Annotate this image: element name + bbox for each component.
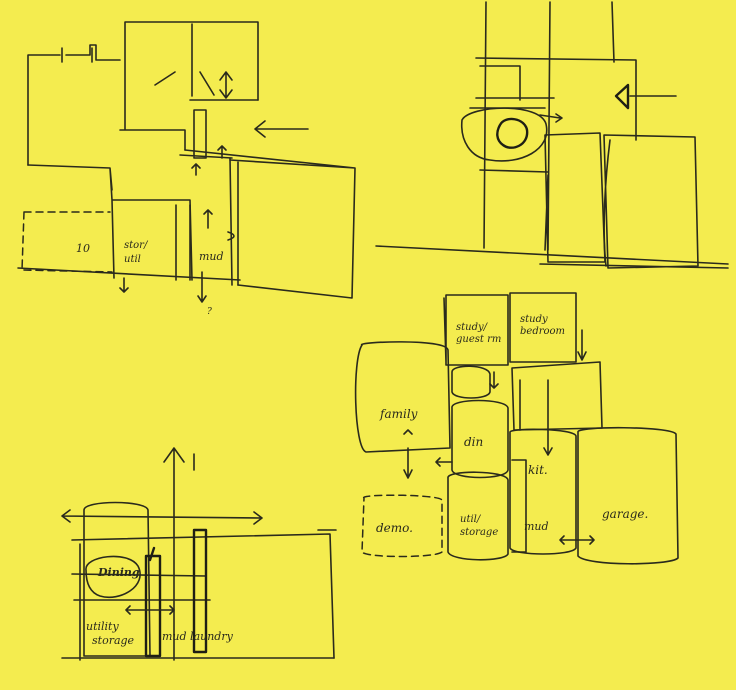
demo-bubble xyxy=(361,494,443,558)
dashed-room xyxy=(21,211,113,273)
mud-label-br: mud xyxy=(524,520,549,533)
door-swings xyxy=(154,71,259,101)
study-guest-box xyxy=(443,294,509,366)
arrow-small xyxy=(217,145,227,159)
utility-storage-line1: utility xyxy=(86,620,119,633)
stair-block xyxy=(179,109,233,159)
wall-outline xyxy=(27,44,121,166)
study-guest-line2: guest rm xyxy=(456,334,501,345)
upper-grid xyxy=(475,57,637,141)
horizontal-arrow xyxy=(61,509,263,525)
wall-pillar-right xyxy=(192,528,208,654)
box-right xyxy=(603,134,699,269)
family-label: family xyxy=(379,407,418,421)
wall-mid xyxy=(27,164,193,281)
dining-circle xyxy=(85,555,141,599)
verticals xyxy=(483,1,615,251)
util-storage-label: util/storage xyxy=(460,514,498,538)
din-bubble xyxy=(451,399,509,479)
mud-laundry-label: mud laundry xyxy=(162,630,234,643)
study-bedroom-line1: study xyxy=(520,314,548,325)
upper-mid-box xyxy=(511,361,603,431)
arrow-double xyxy=(125,605,175,615)
arrow-br-2 xyxy=(489,371,499,389)
mid-lines xyxy=(469,107,549,173)
baseline xyxy=(17,267,241,281)
small-bubble xyxy=(451,365,491,399)
mud-label-top: mud xyxy=(199,250,224,263)
wall-upper xyxy=(119,21,259,151)
arrow-mud xyxy=(203,209,213,229)
base-line xyxy=(61,529,337,659)
util-storage-line2: storage xyxy=(460,527,498,538)
garage-bubble xyxy=(577,426,679,565)
arrow-tiny xyxy=(191,163,201,176)
kit-lines xyxy=(519,379,553,456)
box-left xyxy=(544,132,606,263)
study-guest-label: study/guest rm xyxy=(456,322,501,345)
stor-util-line1: stor/ xyxy=(124,240,149,251)
blob-room xyxy=(461,107,548,162)
util-storage-line1: util/ xyxy=(460,514,482,525)
kit-label: kit. xyxy=(528,463,548,477)
util-bubble xyxy=(447,471,509,561)
kit-bubble xyxy=(509,428,577,555)
vertical-axis xyxy=(163,447,195,661)
utility-storage-line2: storage xyxy=(92,634,135,647)
study-guest-line1: study/ xyxy=(456,322,489,333)
din-label: din xyxy=(464,435,483,449)
arrow-din xyxy=(435,457,453,467)
wall-pillar-left xyxy=(144,546,162,658)
arrow-br-1 xyxy=(577,329,587,361)
room-10-label: 10 xyxy=(76,242,90,255)
stor-util-label: stor/util xyxy=(124,240,149,265)
dining-rect xyxy=(83,501,151,657)
arrow-down-pair xyxy=(119,271,207,303)
study-bedroom-box xyxy=(509,292,577,363)
arrow-garage xyxy=(559,535,595,545)
demo-label: demo. xyxy=(376,521,413,535)
door-arc xyxy=(227,231,235,241)
question-mark: ? xyxy=(207,307,212,317)
wall-right-room xyxy=(184,149,356,299)
arrow-updown xyxy=(219,71,233,99)
baseline-right xyxy=(375,245,729,269)
stor-wall xyxy=(175,204,191,281)
stor-util-line2: util xyxy=(124,254,141,265)
sketch-top-left: 10 stor/util mud ? xyxy=(17,21,356,317)
dining-label: Dining xyxy=(97,566,140,579)
mud-box xyxy=(511,459,527,553)
circle-icon xyxy=(496,117,529,149)
arrow-right-small xyxy=(539,113,563,123)
window-ticks xyxy=(61,47,93,63)
entry-triangle xyxy=(614,83,630,110)
family-bubble xyxy=(354,341,451,453)
arrow-entry xyxy=(254,120,309,138)
arrow-family xyxy=(403,429,413,479)
grid-lines xyxy=(71,533,335,661)
study-bedroom-line2: bedroom xyxy=(520,326,565,337)
garage-label: garage. xyxy=(602,507,648,521)
sketch-top-right xyxy=(375,1,729,269)
wall-pair xyxy=(229,157,239,286)
